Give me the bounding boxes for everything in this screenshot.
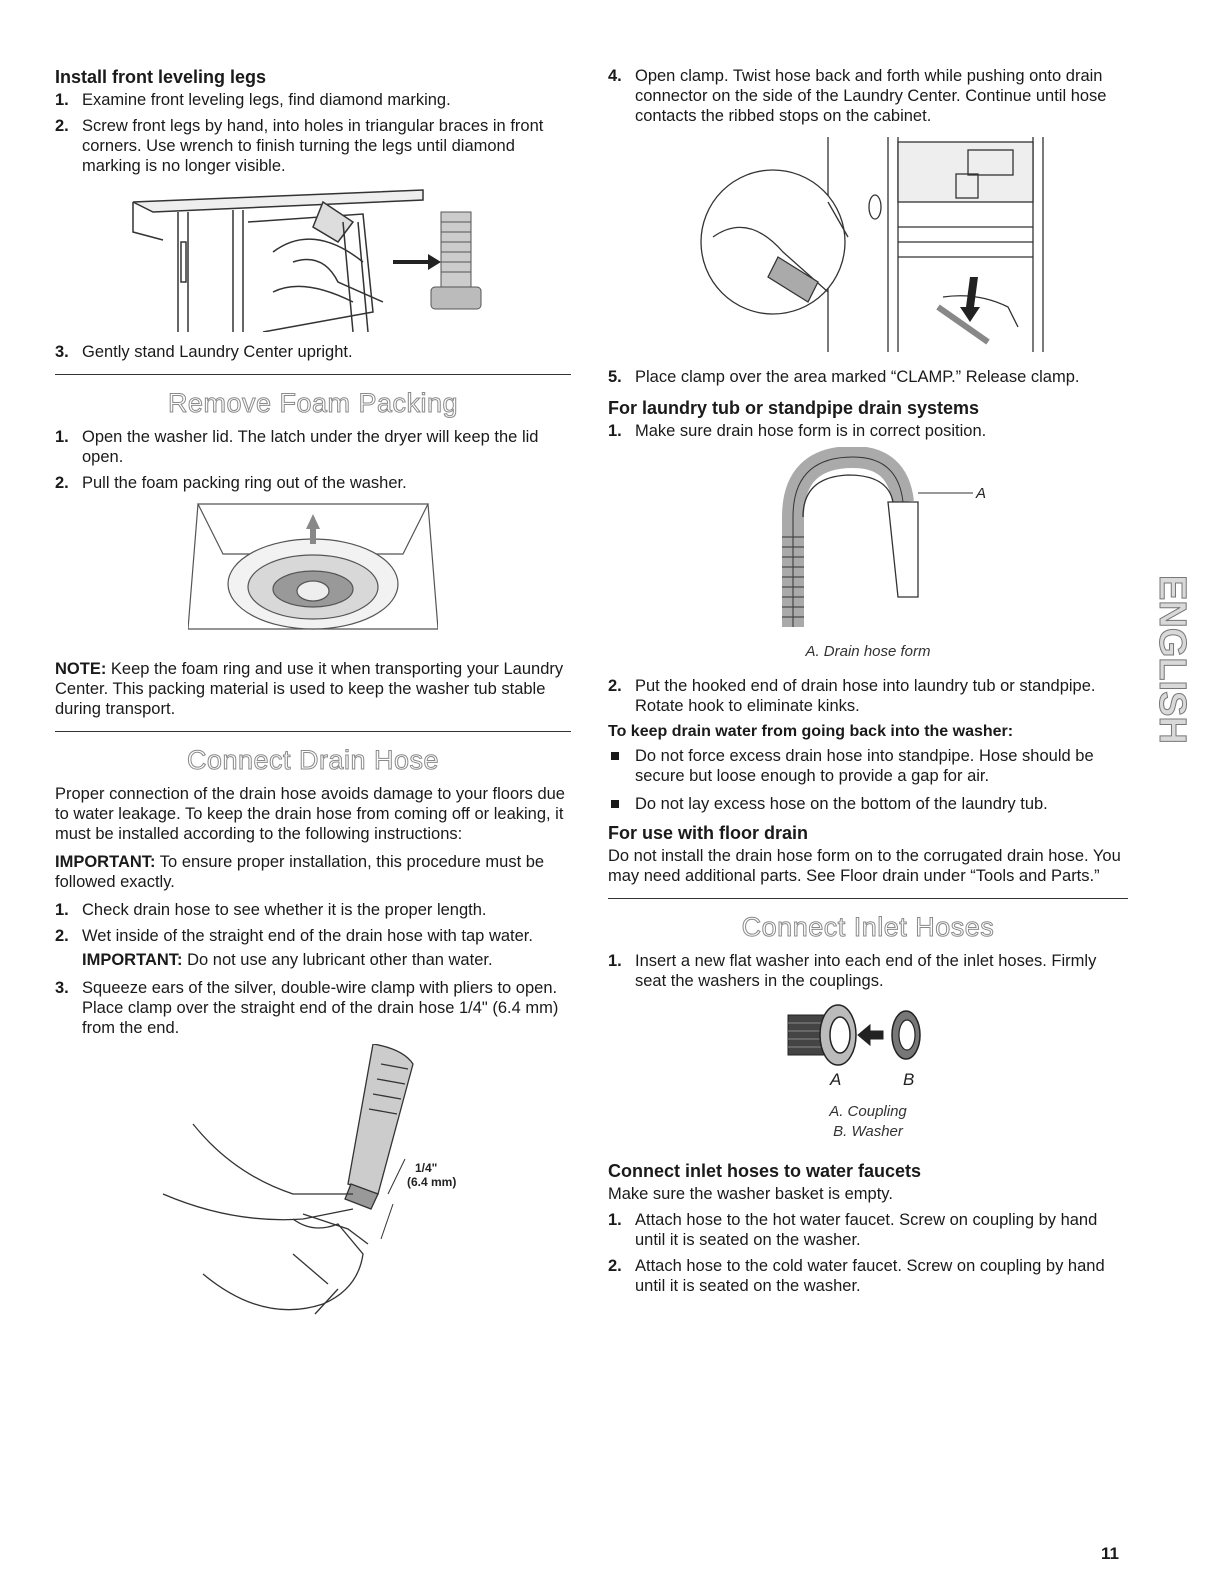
tub-step-1: 1. Make sure drain hose form is in corre…: [608, 422, 987, 440]
faucet-step-2: 2. Attach hose to the cold water faucet.…: [608, 1257, 1105, 1295]
clamp-dim-label: 1/4": [415, 1161, 437, 1175]
clamp-dim-mm-label: (6.4 mm): [407, 1175, 456, 1189]
bullet-icon: [608, 794, 635, 814]
tub-step-2: 2. Put the hooked end of drain hose into…: [608, 677, 1096, 715]
inlet-section-title: Connect Inlet Hoses: [741, 912, 995, 943]
drain-step-4: 4. Open clamp. Twist hose back and forth…: [608, 67, 1107, 125]
drain-section-title: Connect Drain Hose: [186, 745, 440, 776]
foam-step-2: 2. Pull the foam packing ring out of the…: [55, 474, 407, 492]
floor-drain-text: Do not install the drain hose form on to…: [608, 847, 1121, 885]
drain-step-2: 2. Wet inside of the straight end of the…: [55, 927, 533, 945]
foam-ring-illustration: [188, 503, 438, 630]
drain-step-3: 3. Squeeze ears of the silver, double-wi…: [55, 979, 559, 1037]
tub-heading: For laundry tub or standpipe drain syste…: [608, 398, 980, 418]
legs-heading: Install front leveling legs: [55, 67, 267, 87]
coupling-letter-a: A: [829, 1070, 841, 1089]
legs-step-2: 2. Screw front legs by hand, into holes …: [55, 117, 544, 175]
side-tab-label: ENGLISH: [1151, 575, 1190, 744]
language-side-tab: ENGLISH: [1151, 575, 1191, 744]
drain-important: IMPORTANT: To ensure proper installation…: [55, 853, 545, 891]
drain-step-2-important: IMPORTANT: Do not use any lubricant othe…: [82, 951, 493, 969]
bullet-item-1: Do not force excess drain hose into stan…: [608, 746, 1128, 786]
coupling-caption-b: B. Washer: [833, 1123, 903, 1140]
section-divider: [55, 374, 571, 375]
faucet-heading: Connect inlet hoses to water faucets: [608, 1161, 922, 1181]
drain-hose-form-illustration: A: [782, 447, 986, 627]
foam-section-title: Remove Foam Packing: [167, 388, 459, 419]
clamp-pliers-illustration: 1/4" (6.4 mm): [162, 1044, 456, 1315]
drain-step-5: 5. Place clamp over the area marked “CLA…: [608, 368, 1080, 386]
foam-step-1: 1. Open the washer lid. The latch under …: [55, 428, 539, 466]
drain-intro: Proper connection of the drain hose avoi…: [55, 785, 565, 843]
legs-step-3: 3. Gently stand Laundry Center upright.: [55, 343, 353, 361]
drain-connector-illustration: [700, 137, 1044, 352]
inlet-step-1: 1. Insert a new flat washer into each en…: [608, 952, 1097, 990]
drain-step-1: 1. Check drain hose to see whether it is…: [55, 901, 487, 919]
left-column: Install front leveling legs 1. Examine f…: [55, 66, 571, 1344]
keep-water-heading: To keep drain water from going back into…: [608, 723, 1014, 740]
hose-form-caption: A. Drain hose form: [805, 643, 931, 660]
foam-note: NOTE: Keep the foam ring and use it when…: [55, 660, 564, 718]
coupling-caption-a: A. Coupling: [829, 1103, 907, 1120]
right-column: 4. Open clamp. Twist hose back and forth…: [608, 66, 1128, 1302]
hose-form-letter: A: [975, 485, 986, 502]
page-number: 11: [1101, 1544, 1119, 1563]
bullet-item-2: Do not lay excess hose on the bottom of …: [608, 794, 1128, 814]
washer-letter-b: B: [903, 1070, 914, 1089]
bullet-icon: [608, 746, 635, 786]
faucet-step-1: 1. Attach hose to the hot water faucet. …: [608, 1211, 1098, 1249]
section-divider: [608, 898, 1128, 899]
faucet-intro: Make sure the washer basket is empty.: [608, 1185, 893, 1203]
floor-drain-heading: For use with floor drain: [608, 823, 809, 843]
leveling-legs-illustration: [132, 189, 482, 332]
legs-step-1: 1. Examine front leveling legs, find dia…: [55, 91, 451, 109]
section-divider: [55, 731, 571, 732]
coupling-washer-illustration: A B: [787, 1004, 921, 1089]
